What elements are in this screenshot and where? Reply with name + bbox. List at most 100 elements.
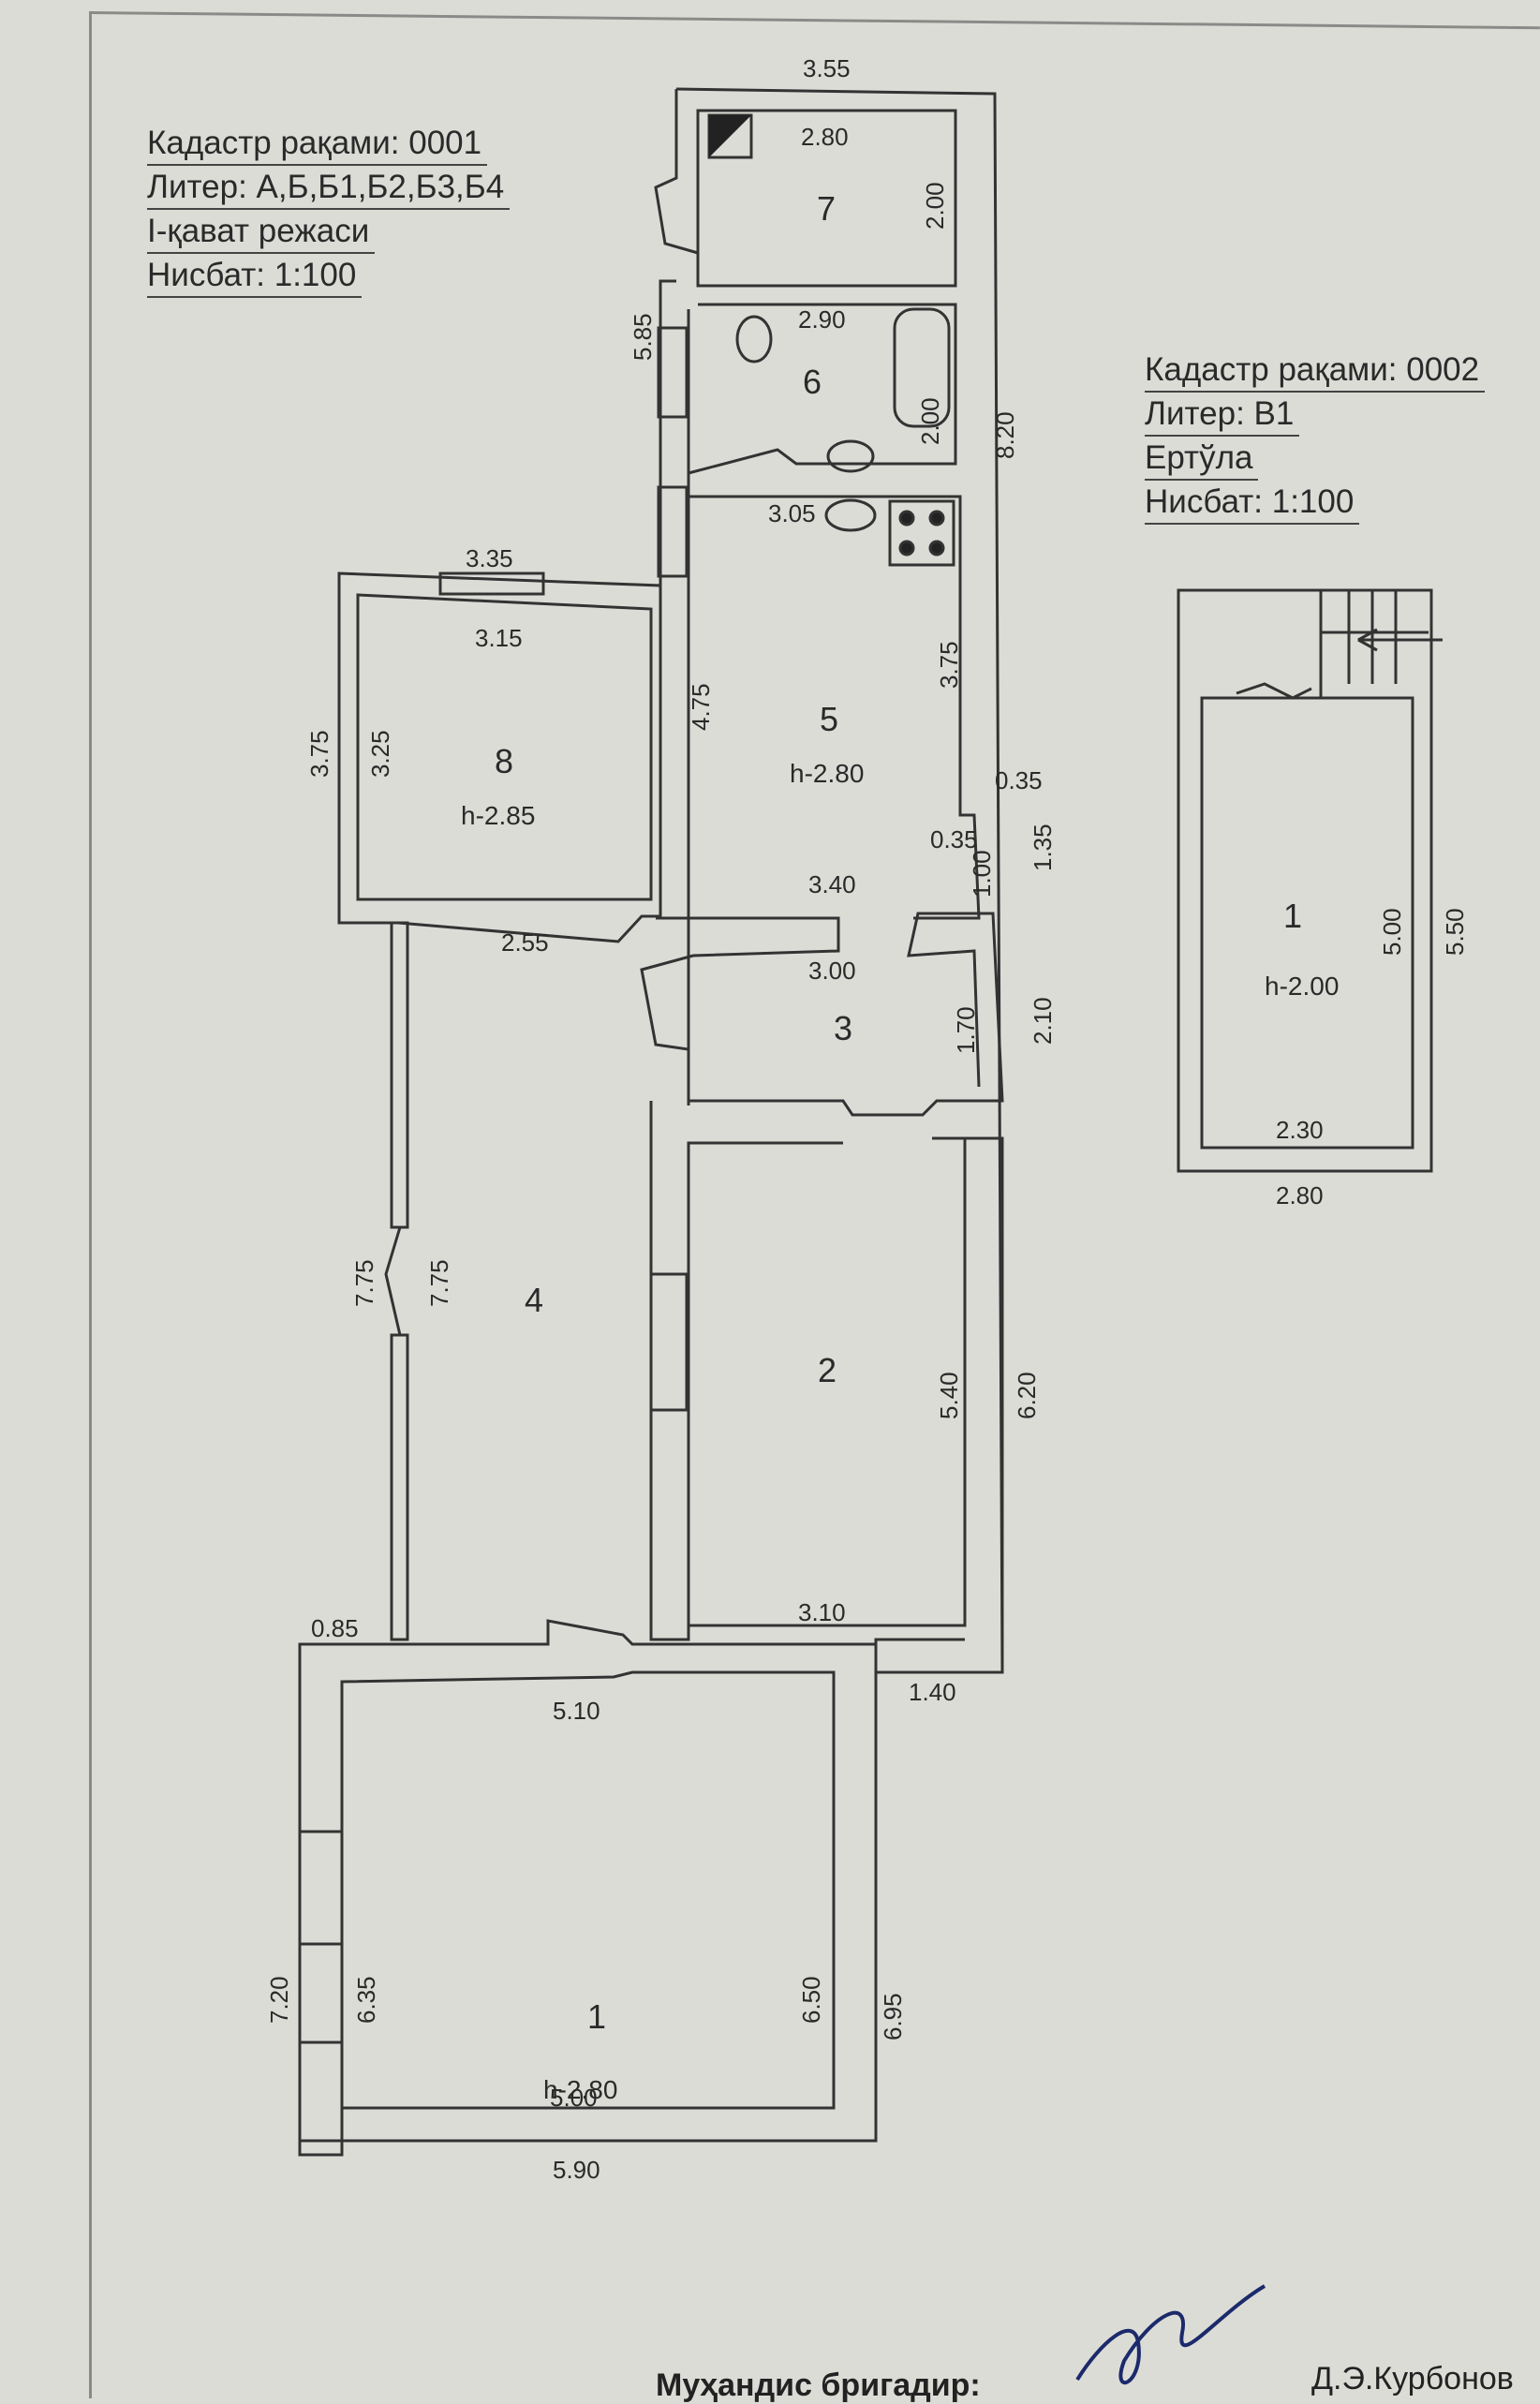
room-8-outline: [337, 571, 662, 943]
dim: 3.25: [366, 730, 394, 778]
dim: 0.85: [311, 1614, 359, 1642]
dim: 3.05: [768, 499, 816, 527]
sink-icon: [826, 439, 875, 473]
room-1-height: h-2.80: [543, 2075, 617, 2104]
dim: 5.00: [1378, 908, 1406, 956]
scale-label: Нисбат: 1:100: [147, 254, 363, 298]
dim: 3.35: [466, 544, 513, 572]
sheet-border-left: [89, 11, 92, 2398]
cooktop-icon: [888, 499, 955, 567]
cadastre-number: Кадастр рақами: 0001: [147, 122, 488, 166]
dim: 3.75: [935, 641, 963, 689]
basement-room-height: h-2.00: [1265, 972, 1339, 1001]
room-1-inner: [340, 1670, 836, 2110]
dim: 6.20: [1013, 1372, 1041, 1419]
dim: 3.55: [803, 54, 851, 82]
room-3-outline: [640, 912, 1004, 1117]
scale-label: Нисбат: 1:100: [1145, 481, 1360, 525]
basement-door: [1236, 682, 1312, 700]
dim: 2.90: [798, 305, 846, 334]
room-4-left-wall: [390, 921, 409, 1229]
room-4-door: [384, 1226, 402, 1336]
room-2-outline: [649, 1101, 967, 1641]
dim: 3.15: [475, 624, 523, 652]
room-6-number: 6: [803, 363, 822, 401]
dim: 7.75: [425, 1259, 453, 1307]
room-labels: 7 6 5 h-2.80 8 h-2.85 3 4 2 1 h-2.80 1 h…: [461, 189, 1339, 2104]
stair-arrow: [1357, 628, 1443, 652]
room-7-outline: [675, 87, 1004, 1673]
signer-name: Д.Э.Курбонов: [1311, 2361, 1514, 2397]
dim: 5.50: [1441, 908, 1469, 956]
room-8-number: 8: [495, 742, 513, 780]
dim: 1.40: [909, 1678, 956, 1706]
room-4-number: 4: [525, 1281, 543, 1319]
window-r1-a: [298, 1830, 344, 1946]
dim: 8.20: [991, 411, 1019, 459]
basement-inner: [1200, 696, 1414, 1150]
dim: 2.80: [1276, 1181, 1324, 1209]
dim: 2.80: [801, 123, 849, 151]
basement-stairs: [1319, 590, 1429, 698]
toilet-icon: [735, 315, 773, 364]
dim: 3.00: [808, 957, 856, 985]
dim: 1.35: [1029, 824, 1057, 871]
window-r6: [657, 326, 689, 419]
room-8-height: h-2.85: [461, 801, 535, 830]
room-5-height: h-2.80: [790, 759, 864, 788]
dim: 2.00: [916, 397, 944, 445]
dim: 5.90: [553, 2156, 600, 2184]
dim: 4.75: [687, 683, 715, 731]
dim: 5.10: [553, 1697, 600, 1725]
dim: 2.30: [1276, 1116, 1324, 1144]
room-8-inner: [356, 593, 653, 901]
title-block-0002: Кадастр рақами: 0002 Литер: В1 Ертўла Ни…: [1145, 349, 1490, 525]
room-7-inner: [696, 109, 957, 288]
dim: 0.35: [930, 825, 978, 853]
dim: 3.40: [808, 870, 856, 898]
dim: 3.10: [798, 1598, 846, 1626]
dim: 5.00: [550, 2084, 598, 2112]
room-7-door-jamb: [654, 89, 699, 255]
dim: 6.95: [879, 1993, 907, 2040]
dim: 7.75: [350, 1259, 378, 1307]
dim: 5.85: [629, 313, 657, 361]
liter-label: Литер: А,Б,Б1,Б2,Б3,Б4: [147, 166, 511, 210]
window-r5: [657, 485, 689, 578]
dim: 2.55: [501, 928, 549, 957]
room-5-number: 5: [820, 700, 838, 738]
signer-label: Муҳандис бригадир:: [656, 2367, 981, 2403]
dim: 6.50: [797, 1976, 825, 2024]
sink-icon-r5: [824, 498, 877, 532]
dim: 6.35: [352, 1976, 380, 2024]
signature: [1075, 2284, 1266, 2385]
dimension-labels: 3.55 2.80 2.00 2.90 2.00 5.85 8.20 3.05 …: [265, 54, 1469, 2184]
window-r2: [649, 1272, 689, 1412]
basement-outline: [1177, 588, 1433, 1173]
room-3-number: 3: [834, 1009, 852, 1047]
room-5-outline: [689, 495, 981, 920]
floor-label: I-қават режаси: [147, 210, 376, 254]
basement-room-number: 1: [1283, 897, 1302, 935]
window-r8: [438, 571, 545, 596]
upper-left-wall: [659, 279, 676, 913]
dim: 7.20: [265, 1976, 293, 2024]
room-1-number: 1: [587, 1997, 606, 2036]
title-block-0001: Кадастр рақами: 0001 Литер: А,Б,Б1,Б2,Б3…: [147, 122, 515, 298]
liter-label: Литер: В1: [1145, 393, 1300, 437]
dim: 1.00: [968, 850, 996, 898]
room-6-inner: [688, 303, 957, 475]
dim: 0.35: [995, 766, 1043, 794]
window-r1-b: [298, 2040, 344, 2157]
dim: 1.70: [952, 1006, 980, 1054]
floor-label: Ертўла: [1145, 437, 1259, 481]
bathtub-icon: [893, 307, 951, 428]
dim: 2.00: [921, 182, 949, 230]
cadastre-number: Кадастр рақами: 0002: [1145, 349, 1486, 393]
room-2-number: 2: [818, 1351, 837, 1389]
room-7-number: 7: [817, 189, 836, 228]
dim: 3.75: [305, 730, 333, 778]
dim: 5.40: [935, 1372, 963, 1419]
